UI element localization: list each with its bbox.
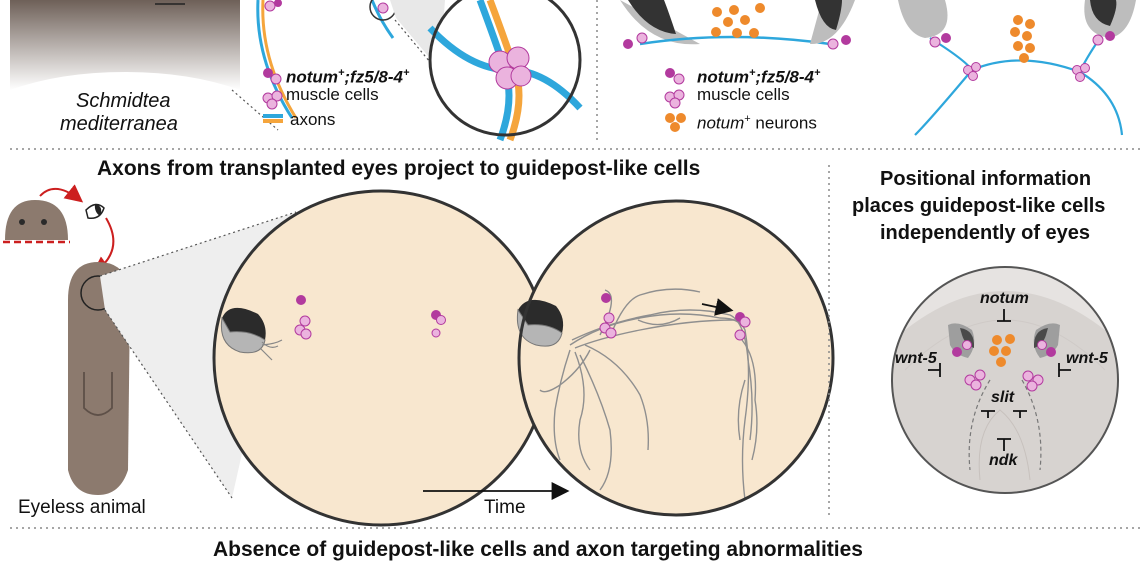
growth-arrow [701,298,734,316]
inhibition-bar [997,309,1011,322]
legend-magenta-dot [665,68,675,78]
transplanted-eye-pigment [94,204,102,216]
right-panel-title-line2: places guidepost-like cells [852,195,1106,217]
legend-pink-dot [270,73,282,85]
legend-marker-sup: + [748,67,756,79]
eyeless-animal-label: Eyeless animal [18,497,146,518]
legend-orange-dot [676,113,686,123]
eye-body [220,316,266,354]
legend-marker-gene2: ;fz5/8-4 [344,67,403,87]
legend-orange-dot [670,122,680,132]
legend-magenta-dot [263,68,273,78]
gene-notum: notum [980,290,1029,307]
axon-crossing-zoom [427,0,583,142]
legend-left-muscle: muscle cells [286,85,379,104]
eye-pigment-cup [222,307,266,340]
planarian-head-top [10,0,240,90]
right-panel-title-line3: independently of eyes [880,222,1091,244]
inhibition-bar [981,410,995,418]
transplant-later-circle [516,199,835,517]
eyes-with-neurons [620,0,855,50]
legend-neurons-text: neurons [750,113,817,133]
donor-eye-left [19,219,25,225]
transfer-arrow-1 [39,184,84,203]
legend-pink-dot [271,90,283,102]
eyes-branching-axons [898,0,1136,136]
transplant-section [3,184,835,527]
legend-marker-gene: notum [697,67,749,87]
gene-wnt5-left: wnt-5 [895,350,937,367]
zoom-dotted-line [99,211,297,277]
donor-head [5,200,68,240]
legend-marker-gene: notum [286,67,338,87]
positional-info-circle [891,266,1119,494]
inhibition-bar [928,363,941,377]
legend-pink-dot [669,97,681,109]
species-name-line1: Schmidtea [76,90,171,112]
legend-pink-dot [673,73,685,85]
gene-wnt5-right: wnt-5 [1066,350,1108,367]
transplant-early-circle [212,189,550,527]
muscle-cell-pink [377,2,389,14]
legend-marker-gene2: ;fz5/8-4 [755,67,814,87]
right-panel-title-line1: Positional information [880,168,1092,190]
legend-neurons-sup: + [744,113,751,125]
legend-marker-sup: + [402,67,410,79]
legend-pink-dot [266,98,278,110]
muscle-cell-magenta [274,0,282,7]
gene-ndk: ndk [989,452,1018,469]
legend-marker-sup: + [813,67,821,79]
top-strip [10,0,1136,142]
inhibition-bar [997,438,1011,451]
legend-left-marker: notum+;fz5/8-4+ [286,64,409,87]
legend-neurons-gene: notum [697,113,745,133]
species-name-line2: mediterranea [60,113,178,135]
bottom-section-title: Absence of guidepost-like cells and axon… [213,538,863,561]
muscle-cell-pink [264,0,276,12]
gene-slit: slit [991,389,1015,406]
pharynx-outline [83,372,113,416]
zoom-dotted-line [231,89,279,131]
legend-marker-sup: + [337,67,345,79]
legend-right-muscle: muscle cells [697,85,790,104]
legend-orange-dot [665,113,675,123]
legend-left-axons: axons [290,110,336,129]
middle-section-title: Axons from transplanted eyes project to … [97,157,701,180]
donor-eye-right [41,219,47,225]
inhibition-bar [1013,410,1027,418]
legend-right-marker: notum+;fz5/8-4+ [697,64,820,87]
inhibition-bar [1058,363,1071,377]
legend-right-neurons: notum+ neurons [697,110,817,133]
time-label: Time [484,497,526,518]
